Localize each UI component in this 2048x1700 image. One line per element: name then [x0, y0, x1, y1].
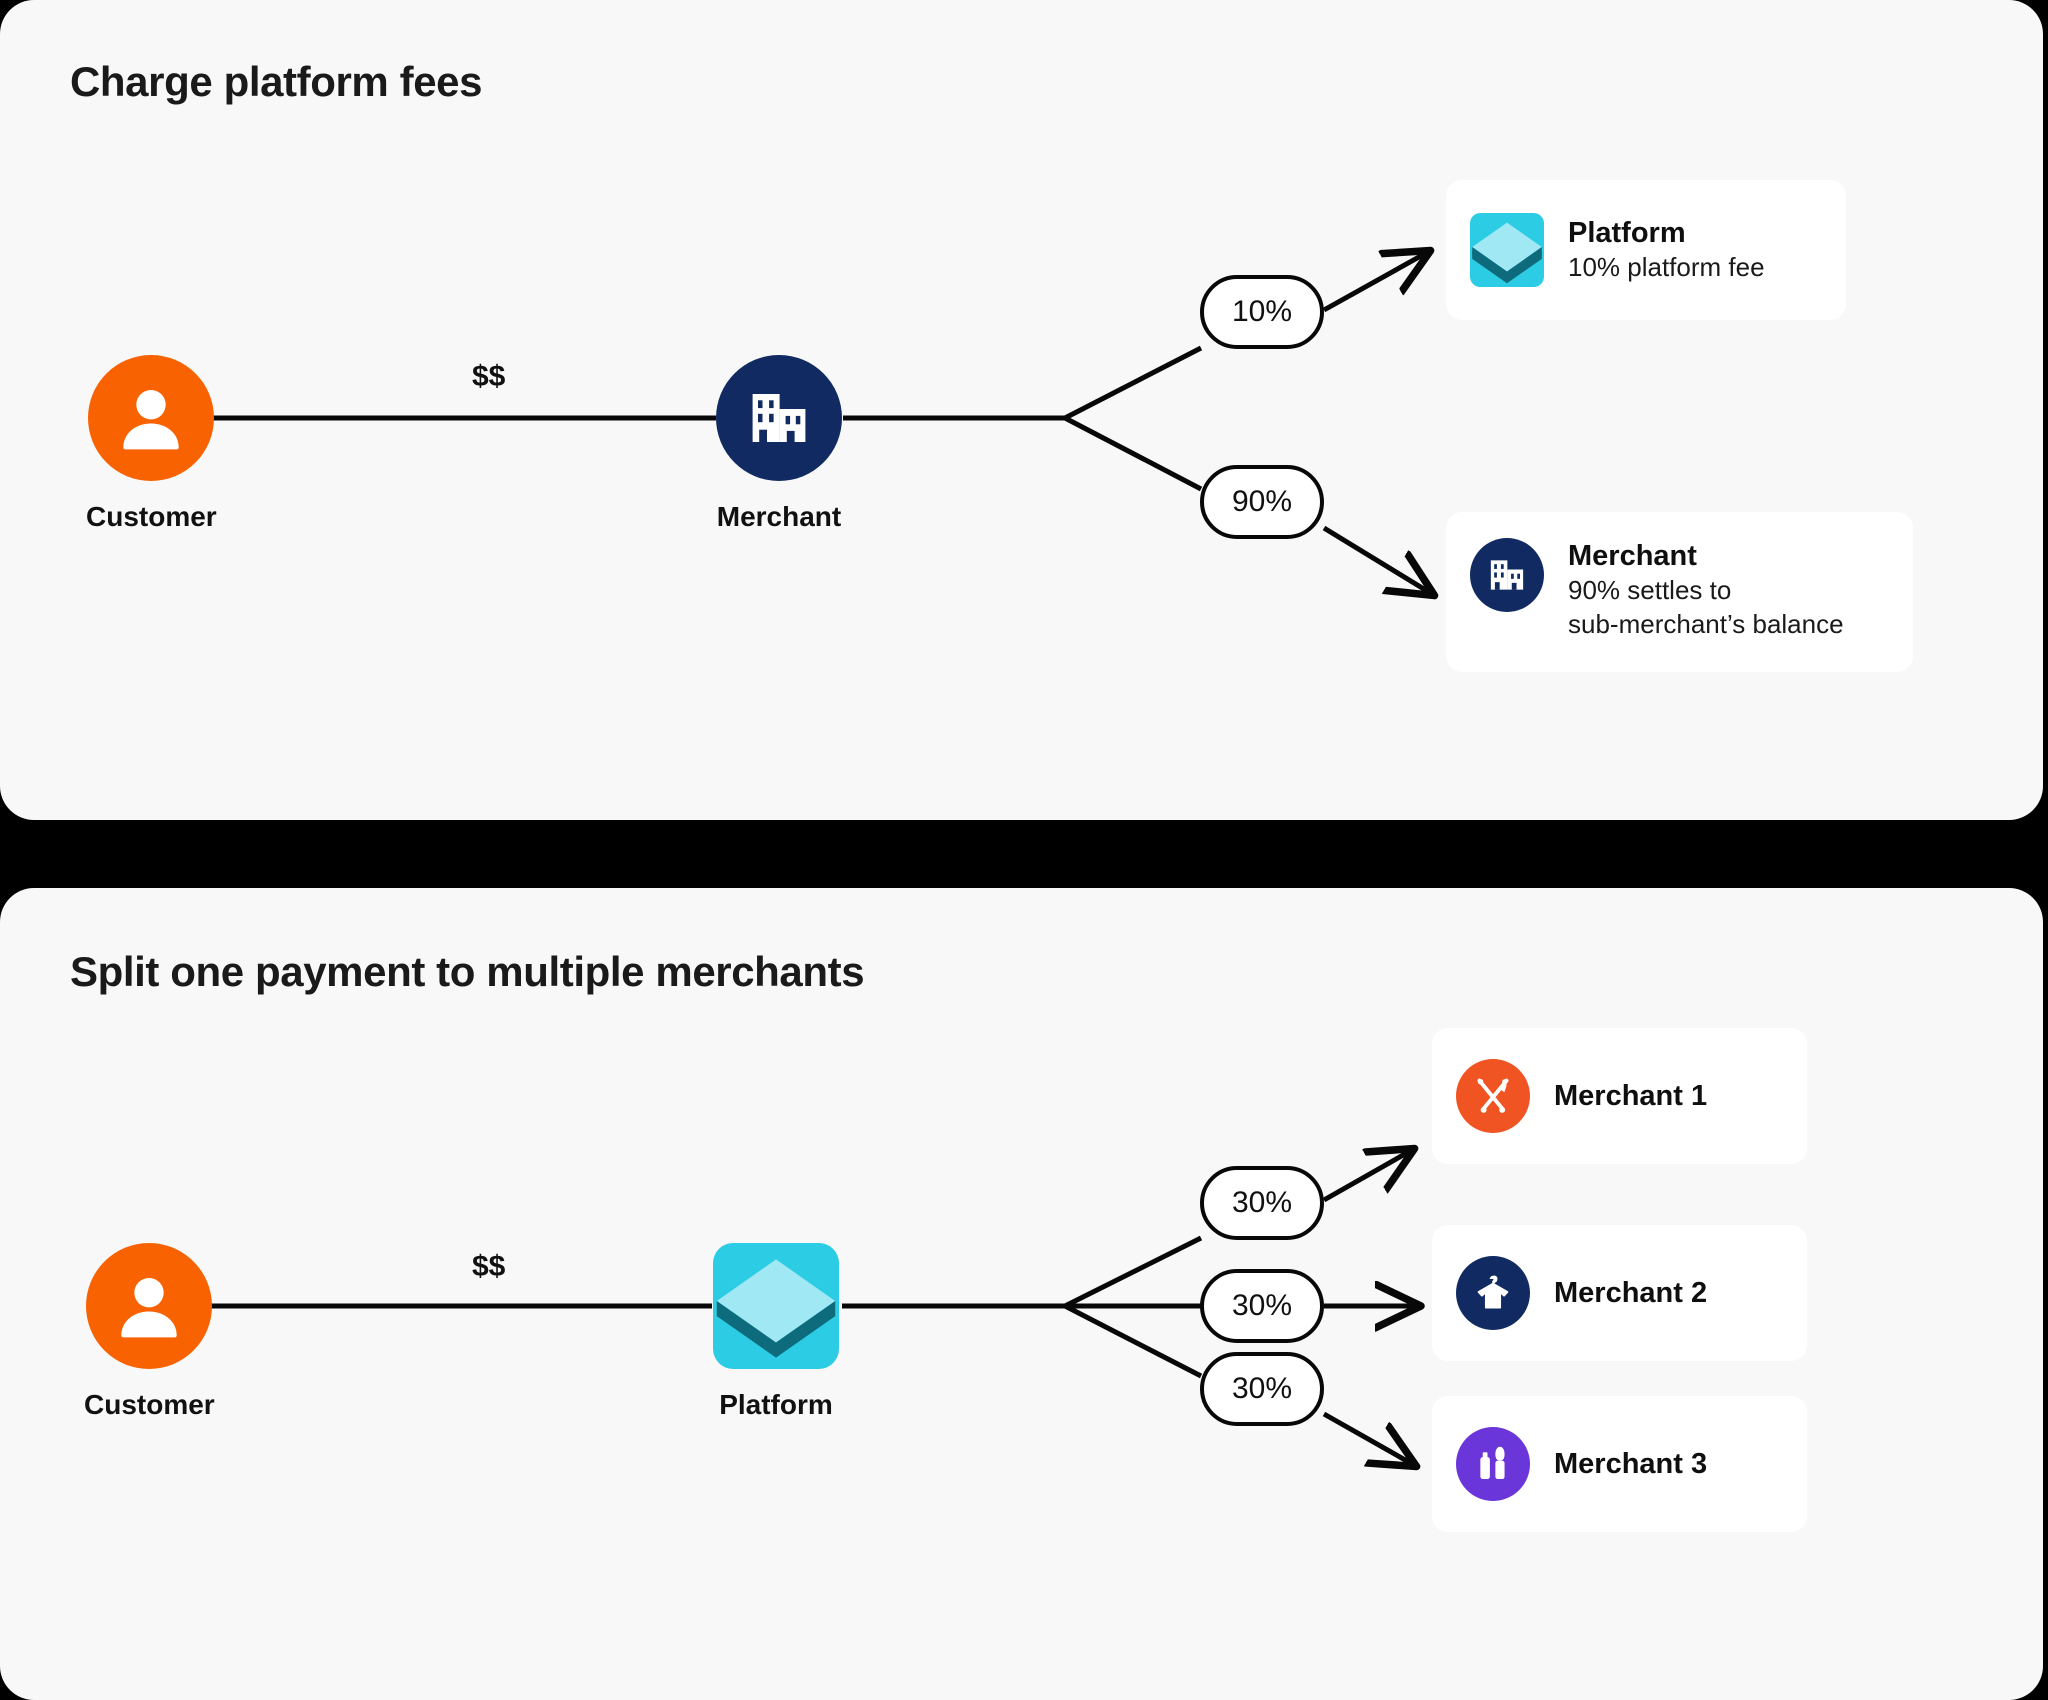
result-card-platform-title: Platform — [1568, 217, 1686, 250]
node-caption-platform: Platform — [719, 1389, 833, 1420]
result-card-merchant-3[interactable]: Merchant 3 — [1432, 1396, 1807, 1532]
result-card-merchant-1-title: Merchant 1 — [1554, 1079, 1708, 1112]
panel-charge-platform-fees: Charge platform fees $$ — [0, 0, 2043, 820]
result-card-platform-text: Platform 10% platform fee — [1568, 215, 1765, 285]
node-caption-merchant: Merchant — [716, 501, 842, 532]
branch-pill-90-percent[interactable]: 90% — [1200, 465, 1324, 539]
result-card-merchant[interactable]: Merchant 90% settles to sub-merchant’s b… — [1446, 512, 1913, 672]
result-card-platform-subtitle-line-1: 10% platform fee — [1568, 252, 1765, 283]
node-customer-panel-2: Customer — [84, 1243, 215, 1421]
result-card-merchant-2-text: Merchant 2 — [1554, 1275, 1707, 1311]
link-junction-to-pill-3 — [1063, 1303, 1203, 1379]
link-junction-to-pill-1 — [1063, 1235, 1203, 1309]
result-card-platform[interactable]: Platform 10% platform fee — [1446, 180, 1846, 320]
node-platform-panel-2: Platform — [713, 1243, 839, 1421]
platform-logo-icon — [713, 1243, 839, 1369]
restaurant-cutlery-icon — [1456, 1059, 1530, 1133]
flow-connectors-panel-1 — [212, 0, 2043, 820]
panel-split-one-payment: Split one payment to multiple merchants … — [0, 888, 2043, 1700]
result-card-merchant-subtitle: 90% settles to sub-merchant’s balance — [1568, 574, 1844, 641]
link-junction-to-pill-10 — [1063, 345, 1203, 421]
link-pill-90-to-merchant-card — [1322, 525, 1432, 594]
result-card-merchant-3-title: Merchant 3 — [1554, 1447, 1708, 1480]
result-card-merchant-3-text: Merchant 3 — [1554, 1446, 1707, 1482]
result-card-merchant-2-title: Merchant 2 — [1554, 1276, 1708, 1309]
branch-pill-30-percent-2[interactable]: 30% — [1200, 1269, 1324, 1343]
result-card-merchant-subtitle-line-2: sub-merchant’s balance — [1568, 608, 1844, 639]
link-pill-10-to-platform-card — [1322, 252, 1428, 313]
result-card-merchant-subtitle-line-1: 90% settles to — [1568, 575, 1732, 606]
person-icon — [86, 1243, 213, 1369]
result-card-merchant-2[interactable]: Merchant 2 — [1432, 1225, 1807, 1361]
result-card-merchant-title: Merchant — [1568, 540, 1697, 572]
flow-connectors-panel-2 — [210, 888, 2043, 1700]
building-icon — [1470, 538, 1544, 612]
person-icon — [88, 355, 215, 481]
page-title-charge-platform-fees: Charge platform fees — [70, 58, 483, 105]
cosmetics-icon — [1456, 1427, 1530, 1501]
branch-pill-30-percent-1[interactable]: 30% — [1200, 1166, 1324, 1240]
result-card-merchant-1-text: Merchant 1 — [1554, 1078, 1707, 1114]
link-junction-to-pill-90 — [1063, 415, 1203, 492]
result-card-platform-subtitle: 10% platform fee — [1568, 251, 1765, 284]
node-caption-customer: Customer — [84, 1389, 215, 1420]
result-card-merchant-1[interactable]: Merchant 1 — [1432, 1028, 1807, 1164]
flow-label-money-panel-2: $$ — [472, 1250, 506, 1283]
branch-pill-10-percent[interactable]: 10% — [1200, 275, 1324, 349]
node-caption-customer: Customer — [86, 501, 217, 532]
flow-label-money-panel-1: $$ — [472, 360, 506, 393]
building-icon — [716, 355, 842, 481]
apparel-shirt-hanger-icon — [1456, 1256, 1530, 1330]
result-card-merchant-text: Merchant 90% settles to sub-merchant’s b… — [1568, 538, 1844, 641]
page-title-split-one-payment: Split one payment to multiple merchants — [70, 948, 865, 995]
node-merchant-panel-1: Merchant — [716, 355, 842, 533]
platform-logo-icon — [1470, 213, 1544, 287]
link-pill-3-to-merchant-3 — [1322, 1411, 1414, 1465]
node-customer-panel-1: Customer — [86, 355, 217, 533]
branch-pill-30-percent-3[interactable]: 30% — [1200, 1352, 1324, 1426]
link-pill-1-to-merchant-1 — [1322, 1150, 1412, 1203]
